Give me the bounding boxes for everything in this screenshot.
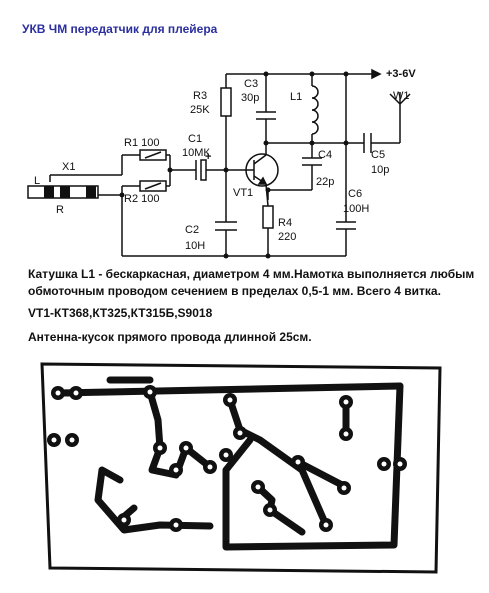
r4-label: R4: [278, 217, 292, 229]
antenna-icon: [389, 93, 401, 105]
c5-label: C5: [371, 149, 385, 161]
r4-value: 220: [278, 231, 296, 243]
c4-value: 22p: [316, 176, 334, 188]
r3-label: R3: [193, 90, 207, 102]
r4-resistor: [262, 205, 274, 229]
l1-label: L1: [290, 91, 302, 103]
diagram-title: УКВ ЧМ передатчик для плейера: [22, 22, 218, 36]
c6-value: 100Н: [343, 203, 369, 215]
w1-label: W1: [393, 90, 410, 102]
l1-coil: [311, 85, 319, 135]
r3-resistor: [220, 87, 232, 117]
vcc-arrow-icon: [371, 68, 382, 80]
jack-r-label: R: [56, 204, 64, 216]
r3-value: 25K: [190, 104, 210, 116]
x1-jack-icon: [27, 185, 99, 199]
jack-l-label: L: [34, 175, 40, 187]
vt1-label: VT1: [233, 187, 253, 199]
r2-label: R2 100: [124, 193, 159, 205]
pcb-trace-top: [54, 382, 404, 397]
c3-value: 30p: [241, 92, 259, 104]
c6-label: C6: [348, 188, 362, 200]
vcc-label: +3-6V: [386, 68, 416, 80]
r1-label: R1 100: [124, 137, 159, 149]
c1-plate-right: [200, 159, 207, 181]
coil-note: Катушка L1 - бескаркасная, диаметром 4 м…: [28, 267, 475, 298]
c1-value: 10МК: [182, 147, 210, 159]
c3-label: C3: [244, 78, 258, 90]
pcb-trace-right: [222, 382, 404, 551]
antenna-note: Антенна-кусок прямого провода длинной 25…: [28, 330, 312, 344]
c2-label: C2: [185, 224, 199, 236]
pcb-board: [40, 362, 442, 574]
c1-polarity: +: [205, 151, 211, 163]
transistor-note: VT1-КТ368,КТ325,КТ315Б,S9018: [28, 306, 213, 320]
c2-value: 10Н: [185, 240, 205, 252]
pcb-trace-left: [94, 466, 214, 534]
c4-label: C4: [318, 149, 332, 161]
pcb-trace-mid: [226, 396, 330, 529]
c1-label: C1: [188, 133, 202, 145]
x1-label: X1: [62, 161, 75, 173]
c5-value: 10p: [371, 164, 389, 176]
